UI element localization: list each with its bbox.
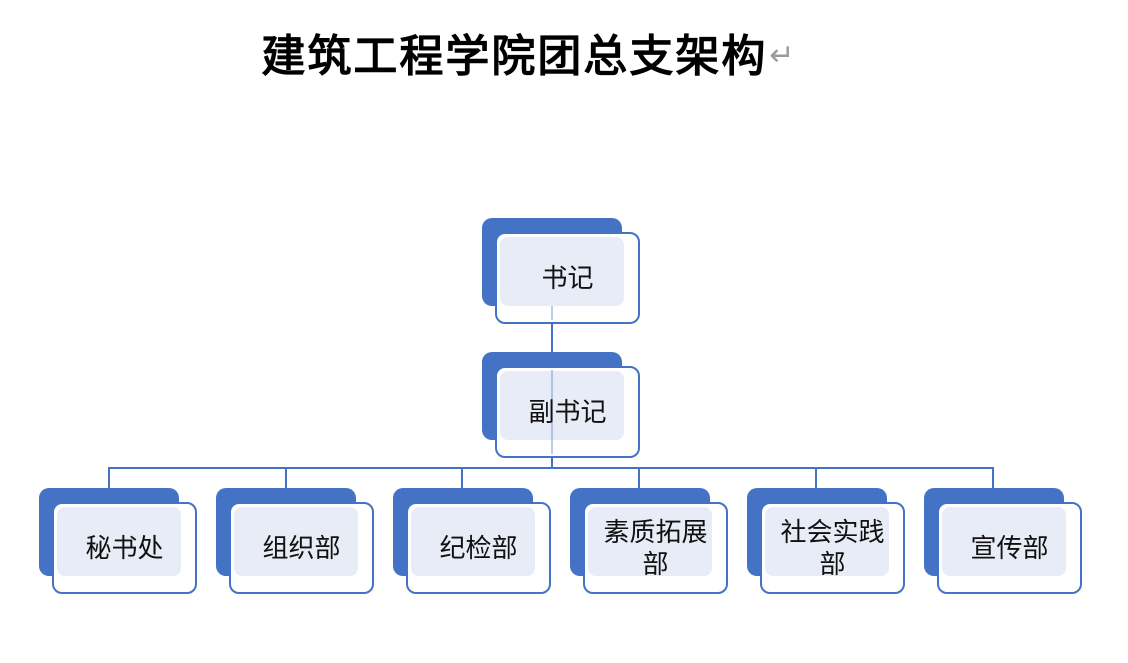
connector-drop-5 [815,467,817,492]
node-label: 秘书处 [85,533,164,563]
org-node-deputy[interactable]: 副书记 [482,352,640,458]
org-node-dept-6[interactable]: 宣传部 [924,488,1082,594]
org-node-root[interactable]: 书记 [482,218,640,324]
node-label: 组织部 [262,533,341,563]
org-node-dept-2[interactable]: 组织部 [216,488,374,594]
node-card-fill [500,237,624,306]
node-label: 书记 [541,263,594,293]
node-card-fill [234,507,358,576]
node-card-fill [411,507,535,576]
org-node-dept-5[interactable]: 社会实践部 [747,488,905,594]
node-card-fill [57,507,181,576]
node-card-fill [942,507,1066,576]
node-card-fill [765,507,889,576]
title-text: 建筑工程学院团总支架构 [261,32,768,81]
node-card: 宣传部 [937,502,1082,594]
connector-root-deputy [551,306,553,368]
node-card: 素质拓展部 [583,502,728,594]
node-label: 副书记 [528,397,607,427]
node-label: 社会实践部 [780,517,885,579]
node-card-fill [500,371,624,440]
connector-drop-3 [461,467,463,492]
connector-bus [109,467,994,469]
org-node-dept-4[interactable]: 素质拓展部 [570,488,728,594]
org-node-dept-3[interactable]: 纪检部 [393,488,551,594]
paragraph-mark-icon: ↵ [769,39,795,72]
node-card: 社会实践部 [760,502,905,594]
connector-passthrough [551,370,553,454]
org-node-dept-1[interactable]: 秘书处 [39,488,197,594]
connector-passthrough [551,306,553,320]
node-label: 纪检部 [439,533,518,563]
node-label: 宣传部 [970,533,1049,563]
node-card: 书记 [495,232,640,324]
connector-drop-6 [992,467,994,492]
connector-drop-2 [285,467,287,492]
node-label: 素质拓展部 [603,517,708,579]
node-card-fill [588,507,712,576]
connector-drop-1 [108,467,110,492]
node-card: 组织部 [229,502,374,594]
document-title: 建筑工程学院团总支架构↵ [261,20,794,84]
node-card: 副书记 [495,366,640,458]
connector-drop-4 [638,467,640,492]
node-card: 秘书处 [52,502,197,594]
node-card: 纪检部 [406,502,551,594]
